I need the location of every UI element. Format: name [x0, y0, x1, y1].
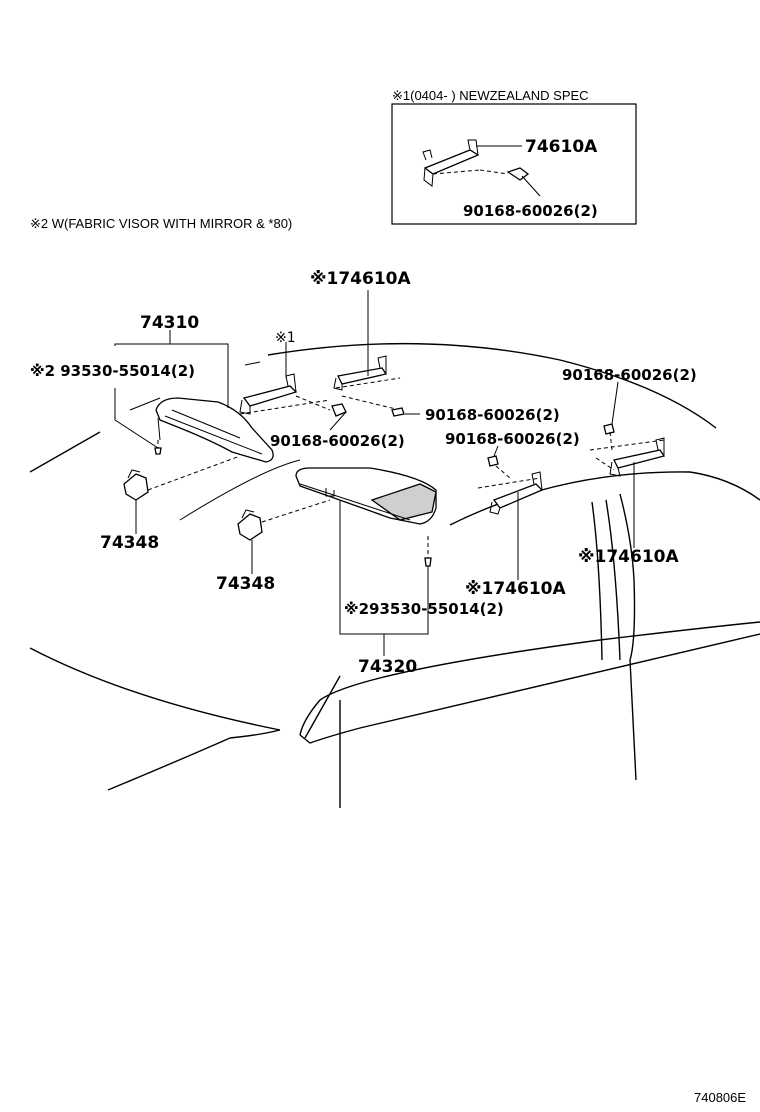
screw-right-visor-head: [424, 557, 432, 567]
assist-grip-right: [589, 437, 666, 477]
sun-visor-left: [155, 397, 274, 463]
label-screw-grip-left: 90168-60026(2): [270, 432, 405, 450]
label-grip-right: ※174610A: [578, 547, 679, 567]
label-holder-mid: 74348: [216, 574, 275, 594]
sun-visor-right: [295, 467, 437, 525]
label-grip-top: ※174610A: [310, 269, 411, 289]
label-visor-right: 74320: [358, 657, 417, 677]
leader-lines: [114, 290, 635, 656]
screw-right-top: [603, 423, 615, 435]
inset-frame: [391, 103, 637, 225]
visor-holder-left: [123, 455, 241, 501]
screw-right-top-path: [609, 431, 613, 451]
label-grip-mid: ※174610A: [465, 579, 566, 599]
label-screw-grip-top: 90168-60026(2): [425, 406, 560, 424]
label-screw-right-top: 90168-60026(2): [562, 366, 697, 384]
inset-leader-screw: [521, 175, 541, 197]
assist-grip-left: [239, 373, 331, 415]
inset-screw-label: 90168-60026(2): [463, 202, 598, 220]
assist-grip-mid: [477, 465, 544, 515]
inset-spec-note: ※1(0404- ) NEWZEALAND SPEC: [392, 88, 589, 103]
label-screw-right-visor: ※293530-55014(2): [344, 600, 504, 618]
screw-grip-top: [391, 407, 405, 417]
label-screw-right-mid: 90168-60026(2): [445, 430, 580, 448]
visor-holder-mid: [237, 499, 331, 541]
screw-left-visor-head: [154, 447, 162, 455]
inset-assist-grip: [422, 139, 481, 187]
inset-screw: [479, 167, 530, 181]
mirror-note: ※2 W(FABRIC VISOR WITH MIRROR & *80): [30, 216, 292, 231]
inset-grip-label: 74610A: [525, 137, 598, 157]
label-mark1-small: ※1: [275, 330, 296, 346]
assist-grip-top: [333, 355, 401, 411]
label-screw-left-visor: ※2 93530-55014(2): [30, 362, 195, 380]
label-visor-left: 74310: [140, 313, 199, 333]
screw-right-mid: [487, 455, 499, 467]
diagram-code: 740806E: [694, 1090, 746, 1105]
label-holder-left: 74348: [100, 533, 159, 553]
